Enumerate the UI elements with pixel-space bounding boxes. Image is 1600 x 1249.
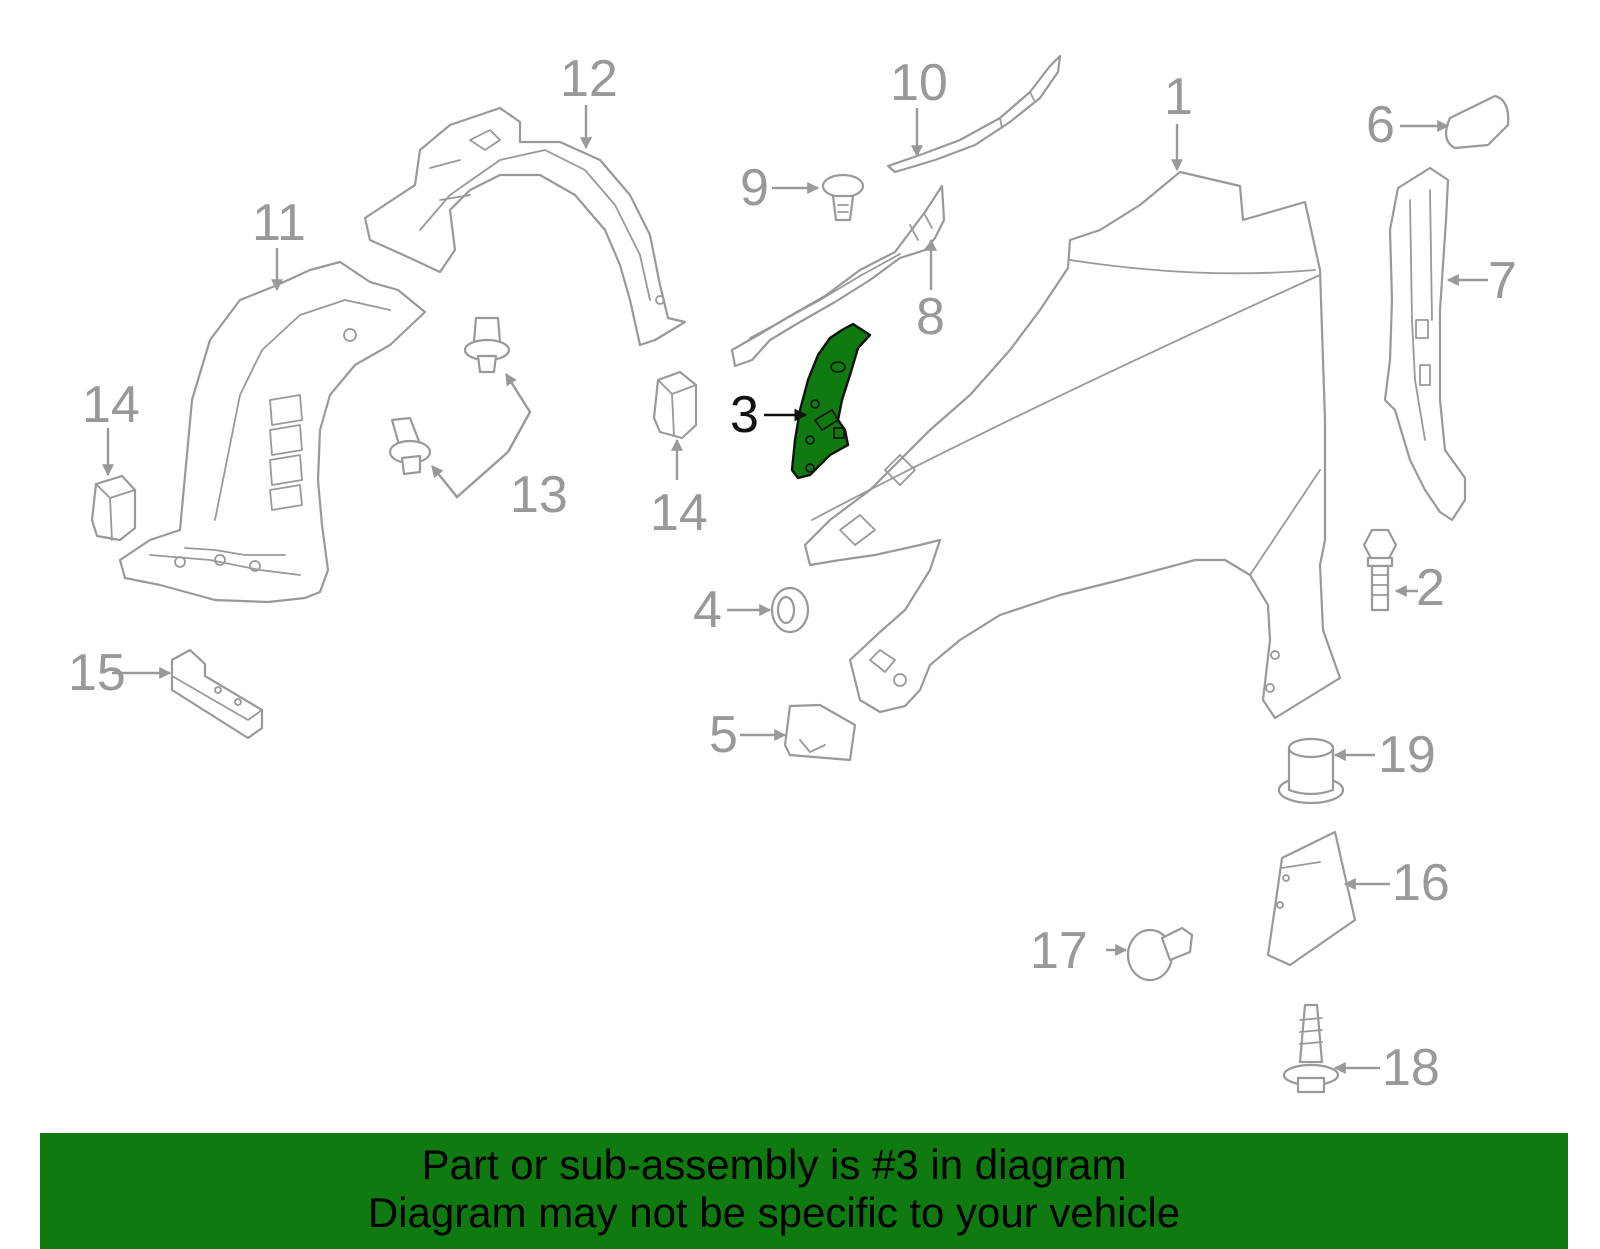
info-banner: Part or sub-assembly is #3 in diagram Di… — [40, 1133, 1568, 1249]
grommet-part-4[interactable] — [770, 586, 810, 634]
rail-part-8[interactable] — [730, 184, 946, 368]
callout-9: 9 — [740, 159, 769, 217]
callout-17: 17 — [1030, 922, 1088, 980]
callout-10: 10 — [890, 54, 948, 112]
clip-part-13b[interactable] — [388, 416, 432, 476]
bolt-part-2[interactable] — [1362, 528, 1398, 612]
callout-11: 11 — [252, 194, 306, 252]
callout-1: 1 — [1164, 68, 1193, 126]
bracket-part-15[interactable] — [170, 648, 264, 740]
screw-part-18[interactable] — [1282, 1003, 1340, 1094]
callout-19: 19 — [1378, 726, 1436, 784]
callout-4: 4 — [693, 581, 722, 639]
strip-part-10[interactable] — [886, 54, 1062, 174]
callout-2: 2 — [1416, 559, 1445, 617]
callout-14b: 14 — [650, 484, 708, 542]
liner-part-12[interactable] — [363, 106, 687, 347]
clip-part-17[interactable] — [1126, 926, 1194, 982]
callout-3: 3 — [730, 386, 759, 444]
callout-15: 15 — [68, 644, 126, 702]
fender-part-1[interactable] — [803, 170, 1342, 720]
callout-7: 7 — [1488, 252, 1517, 310]
bracket-part-7[interactable] — [1383, 166, 1467, 522]
banner-line-1: Part or sub-assembly is #3 in diagram — [421, 1141, 1127, 1188]
grommet-part-19[interactable] — [1277, 737, 1345, 805]
callout-16: 16 — [1392, 854, 1450, 912]
clip-part-9[interactable] — [821, 173, 865, 222]
cap-part-6[interactable] — [1444, 94, 1510, 150]
seal-part-5[interactable] — [783, 703, 857, 762]
leader-lines — [102, 105, 1488, 1074]
callout-6: 6 — [1366, 96, 1395, 154]
callout-14a: 14 — [82, 376, 140, 434]
shield-part-16[interactable] — [1266, 830, 1357, 967]
callout-13: 13 — [510, 466, 568, 524]
callout-8: 8 — [916, 288, 945, 346]
callout-18: 18 — [1382, 1039, 1440, 1097]
clip-part-13a[interactable] — [463, 316, 511, 374]
callout-labels: 1 2 3 4 5 6 7 8 9 10 11 12 13 14 14 15 1… — [68, 50, 1517, 1097]
liner-part-11[interactable] — [118, 260, 427, 604]
callout-12: 12 — [560, 50, 618, 108]
block-part-14a[interactable] — [90, 474, 137, 542]
banner-line-2: Diagram may not be specific to your vehi… — [367, 1189, 1181, 1236]
block-part-14b[interactable] — [652, 370, 698, 440]
bracket-part-3[interactable] — [790, 322, 872, 480]
callout-5: 5 — [709, 706, 738, 764]
